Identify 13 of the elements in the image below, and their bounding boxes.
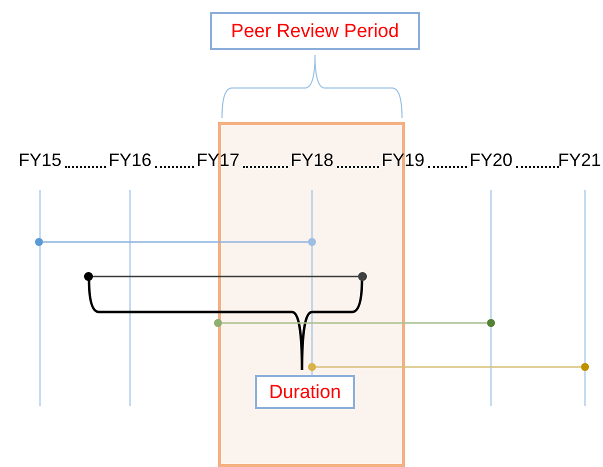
year-label: FY19 <box>381 151 425 169</box>
timeline-span <box>316 366 581 368</box>
timeline-span <box>43 241 308 243</box>
year-label: FY15 <box>18 151 62 169</box>
label-box: Peer Review Period <box>210 12 420 50</box>
year-label: FY17 <box>196 151 240 169</box>
year-label: FY21 <box>558 151 601 169</box>
year-label: FY18 <box>290 151 334 169</box>
timeline-span <box>93 276 358 278</box>
label-box: Duration <box>255 375 355 409</box>
year-label: FY16 <box>108 151 152 169</box>
timeline-span <box>222 322 487 324</box>
year-label: FY20 <box>469 151 513 169</box>
